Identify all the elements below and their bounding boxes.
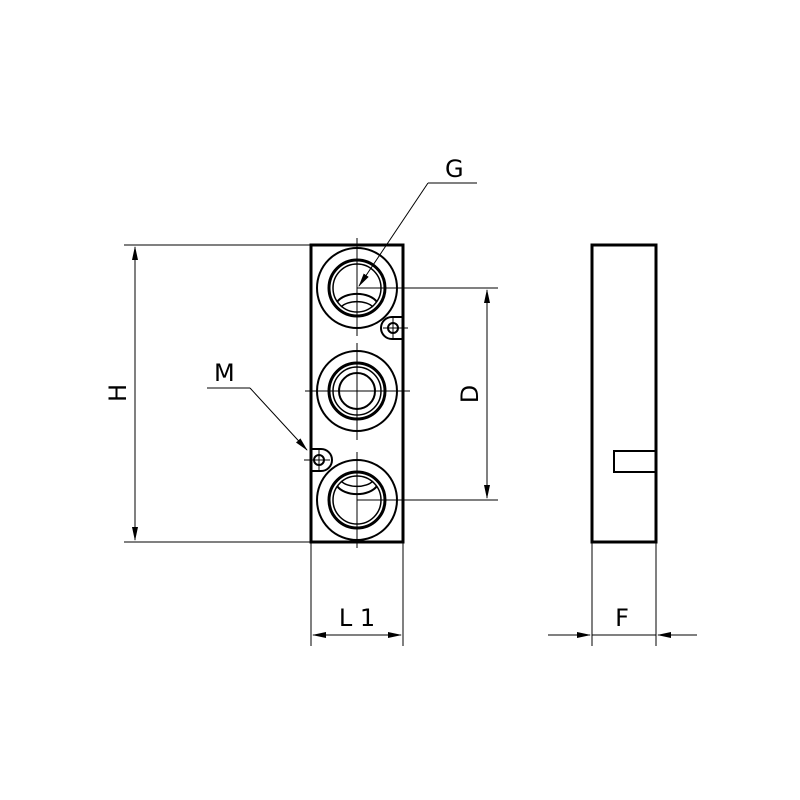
label-l1: L 1 bbox=[339, 604, 375, 632]
front-view bbox=[304, 238, 410, 548]
label-h: H bbox=[104, 384, 132, 402]
mounting-hole-right bbox=[380, 316, 408, 340]
label-f: F bbox=[615, 604, 629, 632]
label-m: M bbox=[214, 359, 235, 387]
dimensions bbox=[124, 182, 697, 646]
mounting-hole-left bbox=[304, 448, 333, 472]
label-g: G bbox=[445, 155, 464, 183]
label-d: D bbox=[456, 385, 484, 403]
side-view bbox=[590, 243, 658, 544]
center-lines bbox=[305, 238, 410, 548]
side-slot bbox=[613, 450, 656, 473]
